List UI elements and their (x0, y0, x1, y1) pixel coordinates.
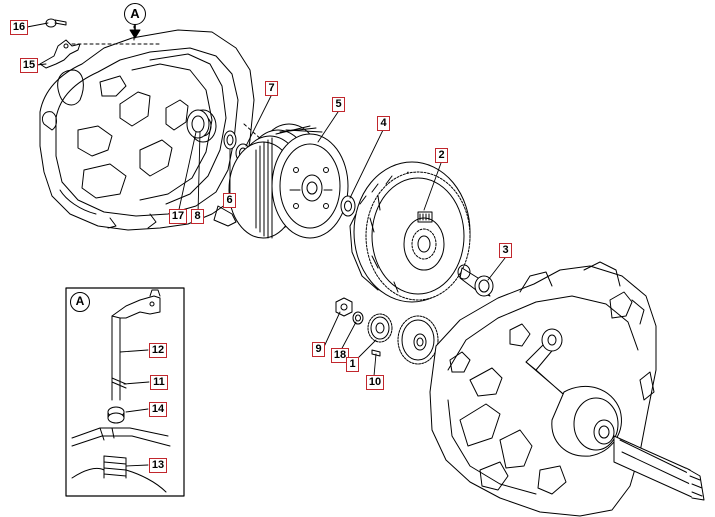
washer-4 (340, 195, 356, 217)
callout-18: 18 (331, 348, 349, 363)
callout-4: 4 (377, 116, 390, 131)
callout-15: 15 (20, 58, 38, 73)
callout-16: 16 (10, 20, 28, 35)
bearing-17 (186, 109, 210, 139)
callout-7: 7 (265, 81, 278, 96)
crankcase (429, 261, 705, 517)
clutch-basket-2 (349, 161, 471, 303)
detail-marker-a: A (124, 3, 146, 25)
callout-6: 6 (223, 193, 236, 208)
callout-1: 1 (346, 357, 359, 372)
washer-18 (352, 311, 364, 325)
primary-drive-gear (397, 315, 439, 365)
callout-3: 3 (499, 243, 512, 258)
callout-8: 8 (191, 209, 204, 224)
callout-13: 13 (149, 458, 167, 473)
screw-16 (45, 18, 67, 28)
clutch-pack-5 (228, 123, 349, 239)
callout-12: 12 (149, 343, 167, 358)
bushing-3 (457, 264, 494, 297)
callout-5: 5 (332, 97, 345, 112)
gear-1 (367, 313, 393, 343)
inset-marker-a: A (70, 292, 90, 312)
callout-14: 14 (149, 402, 167, 417)
callout-11: 11 (150, 375, 168, 390)
washer-6 (223, 130, 237, 150)
leader-lines (26, 22, 506, 377)
key-10 (371, 349, 381, 357)
nut-9 (335, 297, 353, 317)
callout-9: 9 (312, 342, 325, 357)
callout-17: 17 (169, 209, 187, 224)
callout-2: 2 (435, 148, 448, 163)
bracket-15 (39, 39, 81, 69)
callout-10: 10 (366, 375, 384, 390)
